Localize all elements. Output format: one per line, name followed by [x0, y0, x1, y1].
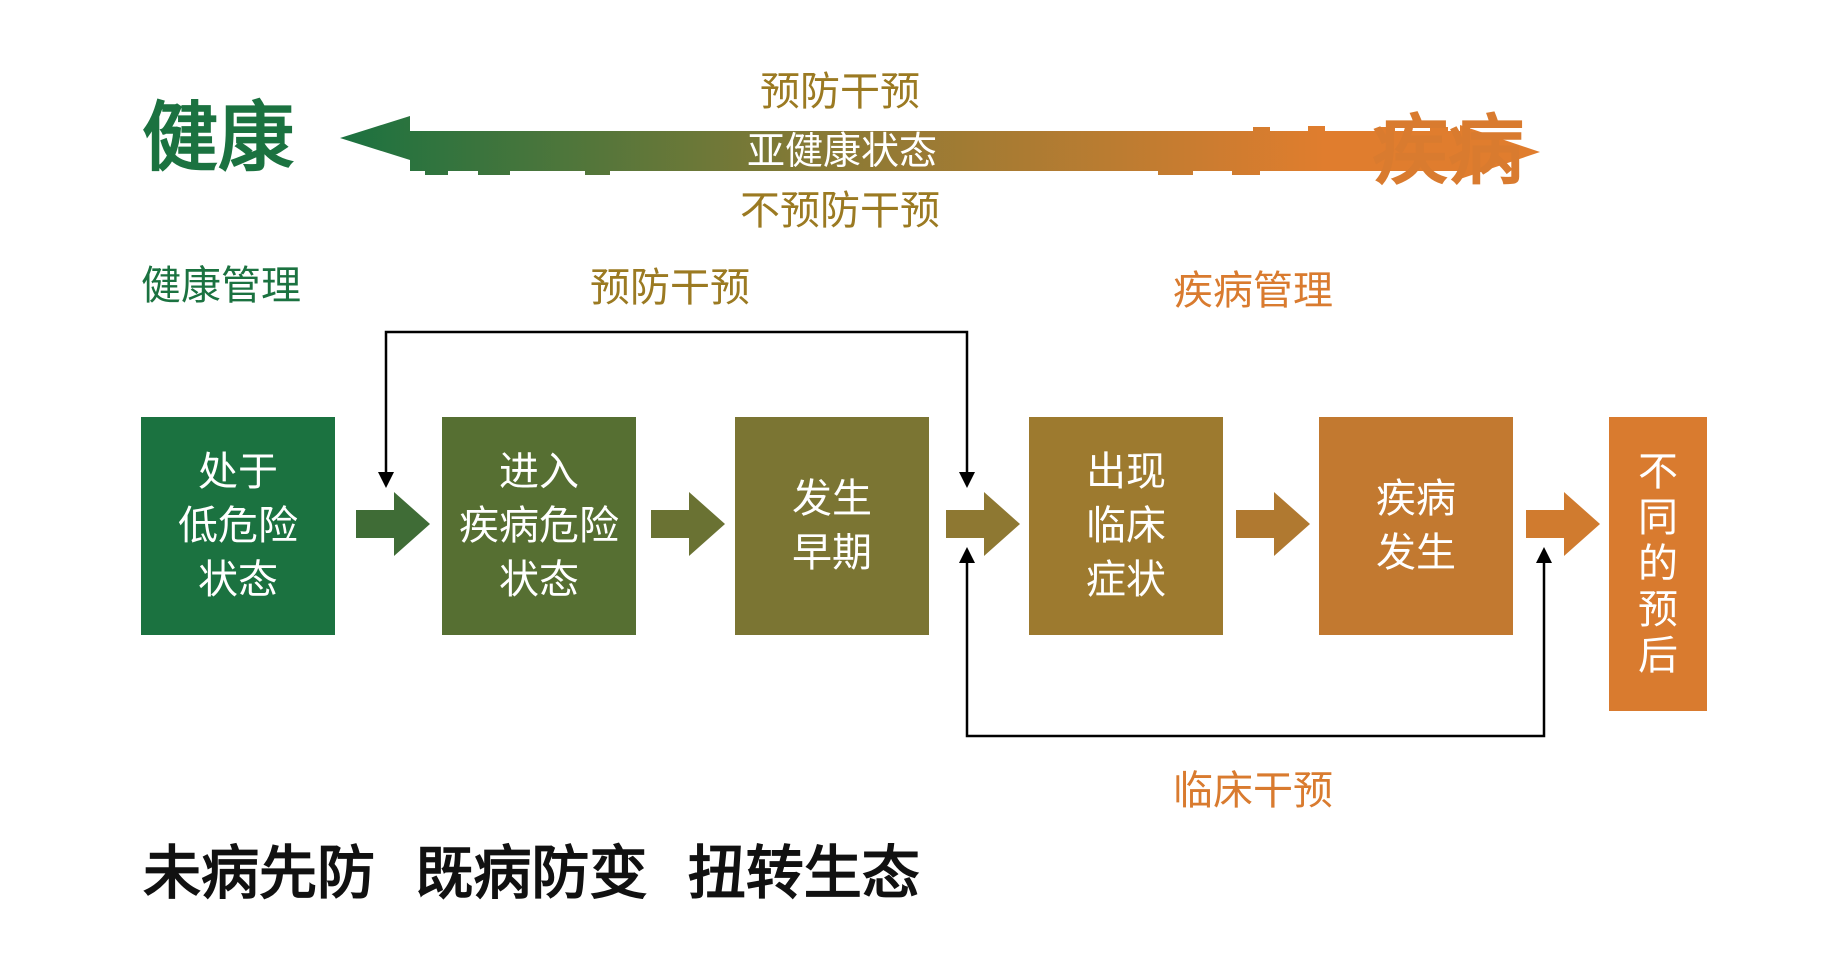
prevention-loop-line	[384, 330, 969, 483]
flow-arrow-1	[356, 492, 430, 556]
stage-clinical-symptoms: 出现 临床 症状	[1029, 417, 1223, 635]
clinical-loop-line	[965, 552, 1546, 738]
flow-arrow-2	[651, 492, 725, 556]
stage-label: 出现 临床 症状	[1086, 449, 1166, 603]
stage-disease-risk: 进入 疾病危险 状态	[442, 417, 636, 635]
stage-low-risk: 处于 低危险 状态	[141, 417, 335, 635]
disease-label: 疾病	[1372, 106, 1524, 195]
prevention-intervention-label: 预防干预	[590, 265, 750, 311]
disease-management-label: 疾病管理	[1173, 268, 1333, 314]
stage-early: 发生 早期	[735, 417, 929, 635]
stage-label: 不 同 的 预 后	[1638, 449, 1678, 679]
health-label: 健康	[142, 93, 294, 182]
spectrum-center-label: 亚健康状态	[747, 129, 938, 173]
clinical-arrowhead-left	[959, 547, 975, 563]
clinical-arrowhead-right	[1536, 547, 1552, 563]
spectrum-bottom-label: 不预防干预	[740, 188, 940, 234]
stage-disease-onset: 疾病 发生	[1319, 417, 1513, 635]
stage-prognosis: 不 同 的 预 后	[1609, 417, 1707, 711]
spectrum-arrow	[340, 116, 1540, 179]
flow-arrow-4	[1236, 492, 1310, 556]
slogan: 未病先防 既病防变 扭转生态	[143, 839, 920, 907]
stage-label: 进入 疾病危险 状态	[459, 449, 619, 603]
prevention-arrowhead-left	[378, 472, 394, 488]
prevention-arrowhead-right	[959, 472, 975, 488]
health-management-label: 健康管理	[141, 263, 301, 309]
clinical-intervention-label: 临床干预	[1173, 768, 1333, 814]
flow-arrow-5	[1526, 492, 1600, 556]
stage-label: 处于 低危险 状态	[178, 449, 298, 603]
spectrum-top-label: 预防干预	[760, 69, 920, 115]
flow-arrow-3	[946, 492, 1020, 556]
stage-label: 疾病 发生	[1376, 476, 1456, 576]
stage-label: 发生 早期	[792, 476, 872, 576]
